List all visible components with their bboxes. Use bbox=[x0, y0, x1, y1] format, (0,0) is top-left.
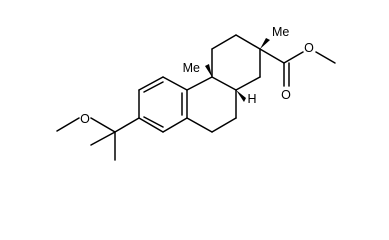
methoxy-oxygen-label: O bbox=[80, 112, 90, 126]
aromatic-ring bbox=[138, 76, 188, 133]
bond-o-methyl bbox=[56, 117, 80, 132]
bond-c-5 bbox=[235, 76, 261, 91]
stereo-hydrogen: H bbox=[236, 90, 257, 106]
chemical-structure-diagram: O Me H Me O O bbox=[56, 25, 336, 161]
quaternary-methyl: Me bbox=[260, 25, 289, 49]
carbonyl-oxygen-label: O bbox=[281, 88, 291, 102]
bond-ar-4 bbox=[162, 117, 188, 133]
bond-ester-methyl bbox=[315, 51, 336, 64]
bond-ester-o bbox=[283, 51, 304, 64]
ester-oxygen-label: O bbox=[304, 41, 314, 55]
methoxy-isopropyl-group: O bbox=[56, 112, 140, 161]
structure-canvas: O Me H Me O O bbox=[56, 25, 336, 161]
bond-ester-c bbox=[259, 48, 285, 64]
wedge-bond-quaternary-methyl bbox=[260, 38, 270, 49]
bond-ar-3 bbox=[138, 117, 164, 133]
wedge-bond-angular-methyl bbox=[205, 64, 212, 77]
bond-ar-1-double bbox=[143, 81, 164, 93]
bond-b-2 bbox=[211, 76, 237, 91]
bond-sub-methyl-left bbox=[90, 131, 116, 146]
bond-ar-3-double bbox=[143, 116, 164, 128]
bond-b-5 bbox=[186, 117, 213, 133]
angular-methyl-label: Me bbox=[183, 61, 200, 75]
bond-c-3 bbox=[235, 34, 261, 50]
bond-c-2 bbox=[211, 34, 237, 50]
bond-sub-o bbox=[90, 117, 116, 133]
bond-sub-1 bbox=[114, 117, 140, 133]
saturated-ring bbox=[211, 34, 261, 91]
bond-ar-6 bbox=[162, 76, 188, 91]
bond-ar-1 bbox=[138, 76, 164, 91]
hydrogen-label: H bbox=[247, 92, 256, 106]
bond-b-1 bbox=[186, 76, 213, 91]
wedge-bond-hydrogen bbox=[236, 90, 246, 102]
methyl-ester-group: O O bbox=[259, 41, 336, 102]
quaternary-methyl-label: Me bbox=[272, 25, 289, 39]
middle-ring bbox=[186, 76, 237, 133]
angular-methyl: Me bbox=[183, 61, 212, 77]
bond-b-4 bbox=[211, 117, 237, 133]
